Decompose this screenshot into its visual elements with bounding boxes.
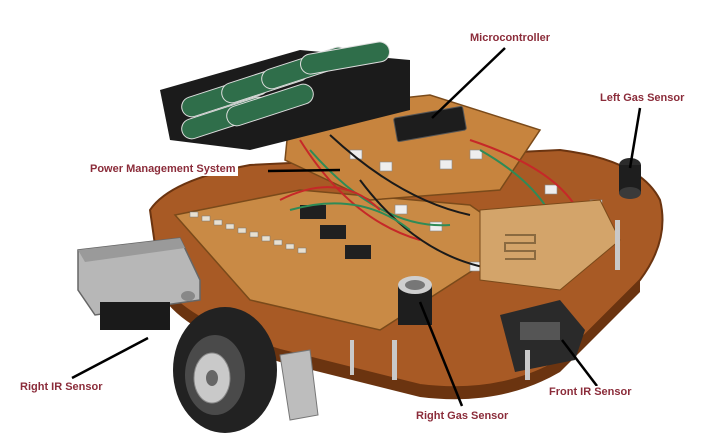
led-strip xyxy=(189,211,307,254)
right-pcb xyxy=(479,199,621,291)
leader-front-ir-sensor xyxy=(561,339,598,387)
microcontroller-chip xyxy=(393,105,467,143)
ic-chips xyxy=(300,205,371,259)
leader-microcontroller xyxy=(431,47,506,119)
leader-power-management xyxy=(267,168,341,173)
gas-sensor-trace xyxy=(504,234,536,260)
label-right-gas-sensor: Right Gas Sensor xyxy=(414,410,511,423)
leader-lines xyxy=(71,47,642,407)
standoffs xyxy=(350,220,620,380)
leader-left-gas-sensor xyxy=(628,107,642,169)
wires xyxy=(279,134,581,271)
leader-right-ir-sensor xyxy=(71,336,149,380)
label-right-ir-sensor: Right IR Sensor xyxy=(18,381,105,394)
label-power-management-system: Power Management System xyxy=(88,163,238,176)
front-ir-sensor xyxy=(500,300,585,372)
right-ir-sensor xyxy=(77,237,201,330)
right-gas-sensor xyxy=(398,276,432,325)
wheel xyxy=(173,307,277,433)
label-left-gas-sensor: Left Gas Sensor xyxy=(598,92,687,105)
label-microcontroller: Microcontroller xyxy=(468,32,553,45)
label-front-ir-sensor: Front IR Sensor xyxy=(547,386,634,399)
leader-right-gas-sensor xyxy=(418,301,464,407)
metal-bracket xyxy=(279,349,319,421)
battery-pack xyxy=(160,41,410,150)
